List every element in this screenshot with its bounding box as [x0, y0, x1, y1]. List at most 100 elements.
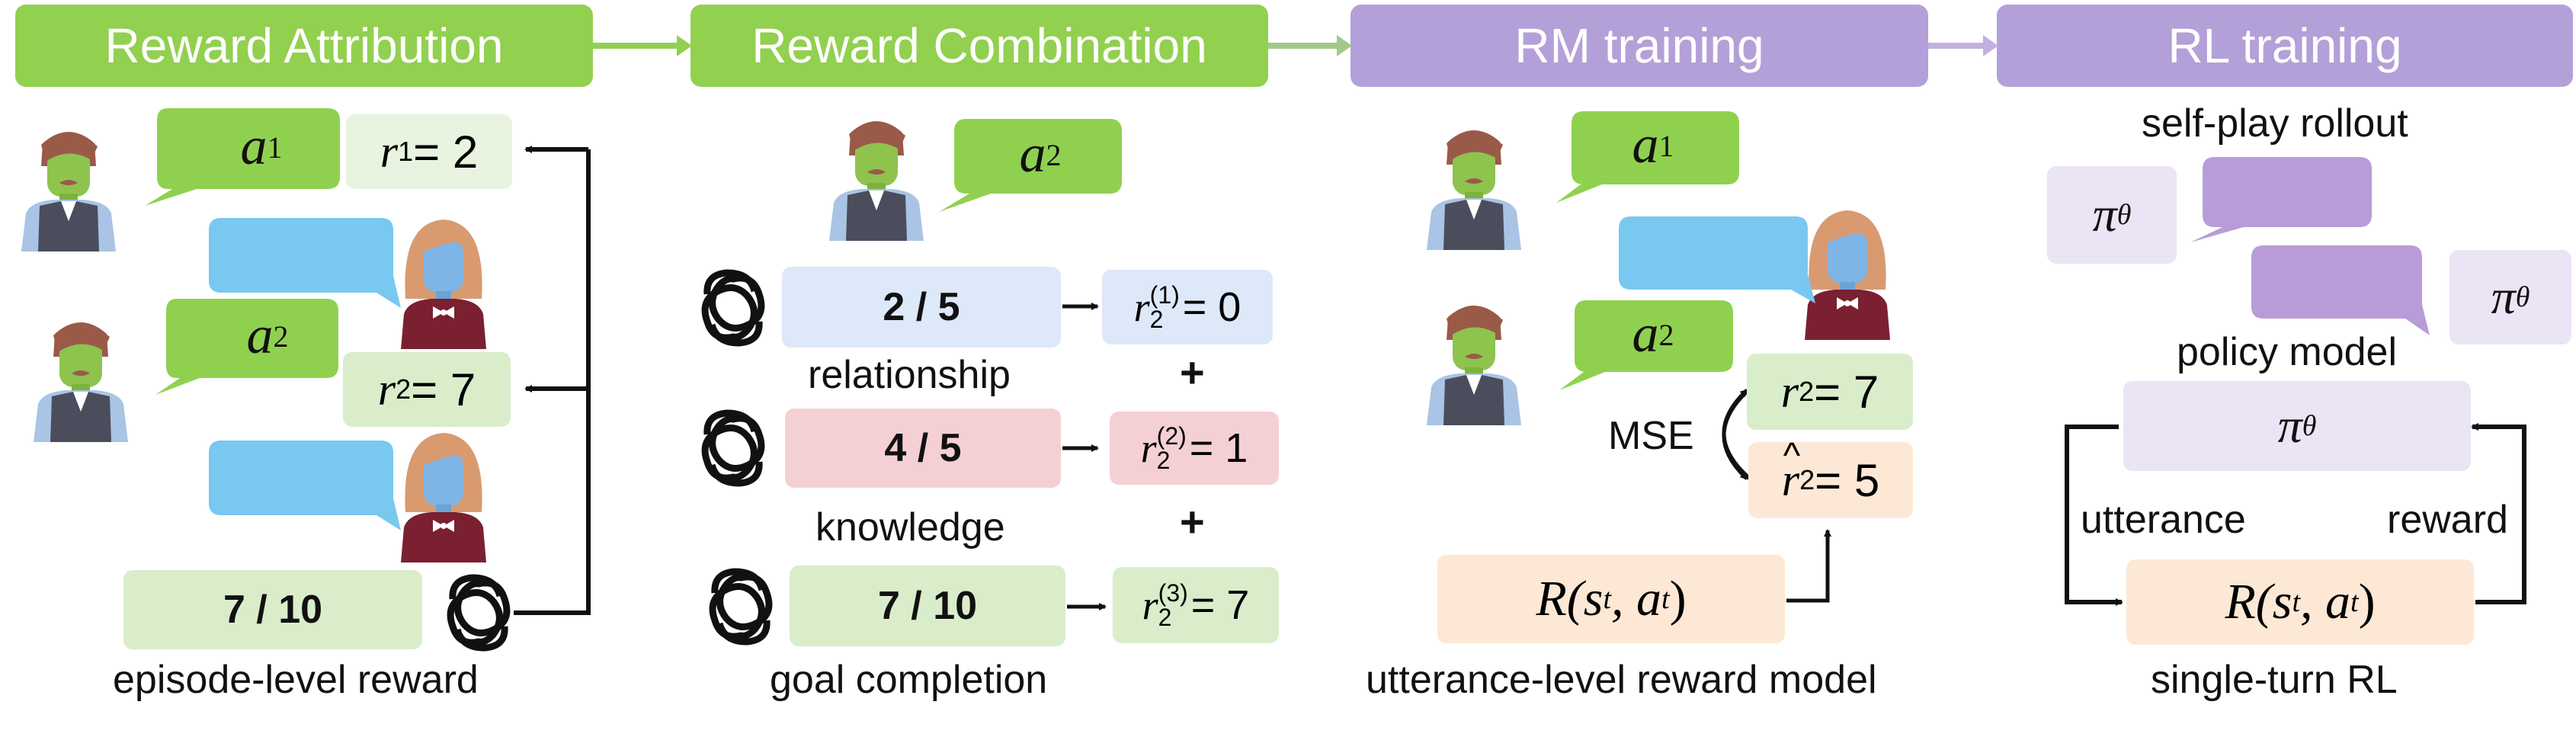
rm-arrows: [1722, 387, 1831, 603]
partner-speech-bubble: [209, 218, 401, 308]
episode-score: 7 / 10: [223, 588, 323, 632]
pi-right-sub: θ: [2515, 281, 2530, 313]
pi-left-sub: θ: [2116, 199, 2132, 231]
knowledge-label-text: knowledge: [815, 505, 1005, 550]
episode-score-box: 7 / 10: [123, 570, 422, 649]
rollout-speech-bubble: [2190, 157, 2372, 242]
plus-sign: +: [1180, 348, 1205, 397]
a2-sub: 2: [273, 319, 289, 354]
openai-logo-icon: [705, 273, 761, 343]
rm-rhat-sub: 2: [1799, 464, 1815, 495]
header-reward-attribution: Reward Attribution: [15, 5, 593, 87]
rm-a1-sub: 1: [1658, 128, 1674, 163]
partner-avatar-icon: [1805, 210, 1890, 340]
rl-reward-model-formula: R(s: [2225, 574, 2292, 630]
r2-1-sup: (1): [1149, 281, 1180, 309]
agent-speech-bubble: [939, 119, 1122, 212]
r2-3-box: r(3)2 = 7: [1113, 567, 1279, 643]
goal-completion-score-box: 7 / 10: [790, 566, 1065, 646]
attribution-arrows: [514, 146, 591, 615]
plus-sign: +: [1180, 497, 1205, 546]
relationship-score: 2 / 5: [883, 285, 960, 329]
rm-a2-var: a: [1632, 305, 1659, 364]
policy-pi-var: π: [2277, 399, 2302, 453]
mse-label-text: MSE: [1608, 414, 1694, 458]
combo-a2-var: a: [1019, 125, 1046, 184]
episode-level-caption: episode-level reward: [113, 657, 479, 703]
r2-1-sub: 2: [1149, 306, 1164, 333]
mse-label: MSE: [1608, 413, 1694, 459]
selfplay-caption: self-play rollout: [2142, 101, 2408, 146]
episode-level-caption-text: episode-level reward: [113, 658, 479, 702]
rl-loop-arrows: [2065, 423, 2526, 606]
utterance-level-caption: utterance-level reward model: [1366, 657, 1877, 703]
a1-sub: 1: [267, 130, 283, 165]
combination-arrows: [1062, 303, 1107, 610]
header-rl-training: RL training: [1997, 5, 2573, 87]
r2-sub: 2: [396, 373, 412, 405]
rm-rhat-value: = 5: [1815, 454, 1880, 506]
r1-sub: 1: [398, 136, 414, 167]
partner-speech-bubble: [1619, 216, 1815, 303]
agent-speech-bubble: [155, 299, 338, 395]
utterance-level-caption-text: utterance-level reward model: [1366, 658, 1877, 702]
r2-var: r: [377, 364, 396, 415]
partner-avatar-icon: [401, 219, 486, 349]
agent-speech-bubble: [1556, 111, 1739, 203]
header-rl-training-label: RL training: [2167, 18, 2402, 73]
r1-value: = 2: [413, 126, 479, 178]
agent-avatar-icon: [1427, 130, 1521, 250]
a1-var: a: [240, 117, 268, 176]
agent-avatar-icon: [1427, 306, 1521, 425]
rm-a2-sub: 2: [1658, 317, 1674, 352]
partner-avatar-icon: [401, 433, 486, 562]
r2-2-value: = 1: [1189, 425, 1248, 471]
relationship-label-text: relationship: [808, 353, 1011, 397]
relationship-score-box: 2 / 5: [782, 267, 1061, 348]
openai-logo-icon: [450, 578, 507, 648]
policy-model-caption-text: policy model: [2177, 330, 2398, 374]
partner-speech-bubble: [209, 441, 401, 530]
r2-1-value: = 0: [1182, 284, 1242, 330]
goal-completion-label-text: goal completion: [770, 658, 1048, 702]
plus-sign-text: +: [1180, 498, 1205, 546]
header-rm-training: RM training: [1350, 5, 1928, 87]
agent-avatar-icon: [829, 121, 924, 241]
utterance-label: utterance: [2081, 497, 2246, 543]
knowledge-score: 4 / 5: [884, 426, 962, 470]
pi-right-var: π: [2491, 270, 2516, 324]
policy-model-caption: policy model: [2177, 329, 2397, 375]
openai-logo-icon: [713, 572, 769, 642]
r2-3-var: r: [1142, 582, 1158, 628]
relationship-label: relationship: [808, 352, 1011, 398]
plus-sign-text: +: [1180, 348, 1205, 396]
agent-speech-bubble: [145, 108, 340, 206]
reward-label-text: reward: [2387, 498, 2508, 542]
rm-r2-var: r: [1780, 366, 1799, 417]
rm-r2-sub: 2: [1799, 376, 1815, 407]
r2-3-sup: (3): [1158, 579, 1188, 607]
pi-left-var: π: [2092, 187, 2117, 242]
knowledge-label: knowledge: [815, 505, 1005, 550]
policy-pi-sub: θ: [2302, 410, 2317, 442]
r2-2-box: r(2)2 = 1: [1110, 412, 1279, 485]
agent-avatar-icon: [21, 132, 116, 252]
reward-label: reward: [2387, 497, 2508, 543]
r1-var: r: [380, 126, 399, 177]
agent-avatar-icon: [34, 322, 128, 442]
r2-3-value: = 7: [1190, 582, 1250, 628]
utterance-label-text: utterance: [2081, 498, 2246, 542]
r2-2-var: r: [1140, 425, 1157, 471]
rm-rhat-var: r: [1781, 455, 1800, 505]
rm-r2-value: = 7: [1814, 366, 1879, 418]
